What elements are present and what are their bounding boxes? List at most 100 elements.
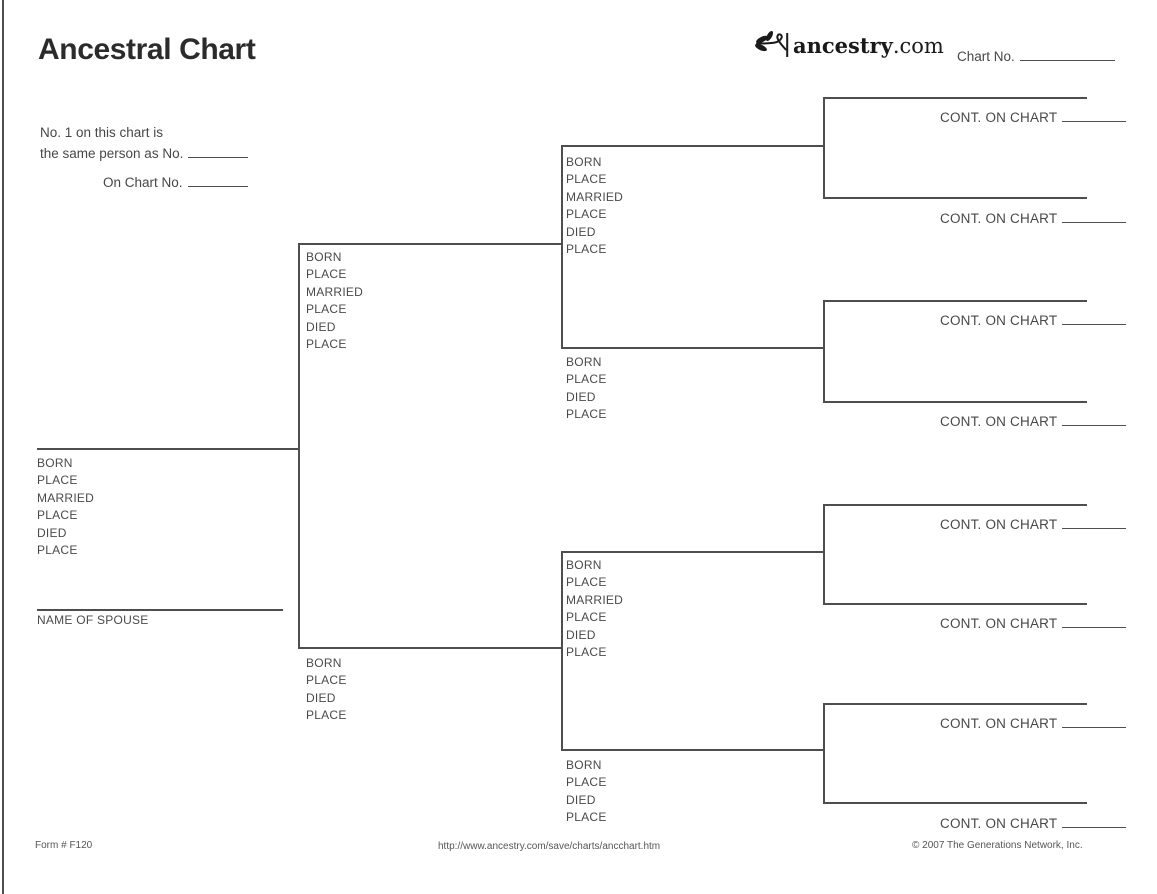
field-label-place: PLACE xyxy=(566,610,607,625)
field-label-died: DIED xyxy=(566,627,596,642)
great-grandparents-bracket-3 xyxy=(823,504,825,604)
leaf-sprig-icon xyxy=(755,30,789,57)
great-grandparent-6-name-line xyxy=(823,603,1087,605)
father-name-line xyxy=(298,243,562,245)
field-label-place: PLACE xyxy=(37,543,78,558)
cont-chart-blank xyxy=(1062,209,1127,223)
cont-chart-blank xyxy=(1062,515,1127,529)
great-grandparent-7-name-line xyxy=(823,703,1087,705)
cont-on-chart-label: CONT. ON CHART xyxy=(940,816,1058,831)
maternal-grandparents-connector-line xyxy=(561,551,563,751)
field-label-place: PLACE xyxy=(37,508,78,523)
gen2-connector-line xyxy=(298,243,300,649)
brand-tld: .com xyxy=(892,33,944,58)
great-grandparents-bracket-2 xyxy=(823,300,825,402)
person1-fields: BORN PLACE MARRIED PLACE DIED PLACE xyxy=(37,455,94,559)
cont-on-chart-label: CONT. ON CHART xyxy=(940,414,1058,429)
field-label-place: PLACE xyxy=(566,575,607,590)
cont-on-chart-label: CONT. ON CHART xyxy=(940,716,1058,731)
identity-note: No. 1 on this chart is the same person a… xyxy=(40,122,249,164)
identity-note-line1: No. 1 on this chart is xyxy=(40,125,164,140)
field-label-place: PLACE xyxy=(566,775,607,790)
on-chart-blank xyxy=(187,173,248,187)
field-label-born: BORN xyxy=(566,355,602,369)
cont-chart-blank xyxy=(1062,412,1127,426)
cont-chart-blank xyxy=(1062,108,1127,122)
great-grandparent-8-name-line xyxy=(823,802,1087,804)
field-label-born: BORN xyxy=(37,456,73,470)
great-grandparents-bracket-1 xyxy=(823,97,825,198)
copyright-text: © 2007 The Generations Network, Inc. xyxy=(912,840,1083,851)
field-label-died: DIED xyxy=(566,224,596,239)
great-grandparent-4-name-line xyxy=(823,401,1087,403)
field-label-born: BORN xyxy=(306,656,342,670)
field-label-place: PLACE xyxy=(566,172,607,187)
field-label-married: MARRIED xyxy=(566,189,624,204)
great-grandparent-6-cont: CONT. ON CHART xyxy=(940,614,1127,631)
chart-no-blank xyxy=(1019,47,1115,61)
spouse-name-line xyxy=(37,609,283,611)
cont-on-chart-label: CONT. ON CHART xyxy=(940,313,1058,328)
cont-on-chart-label: CONT. ON CHART xyxy=(940,211,1058,226)
cont-on-chart-label: CONT. ON CHART xyxy=(940,616,1058,631)
paternal-grandmother-name-line xyxy=(561,347,824,349)
same-person-blank xyxy=(188,144,249,158)
field-label-born: BORN xyxy=(566,558,602,572)
cont-on-chart-label: CONT. ON CHART xyxy=(940,110,1058,125)
great-grandparent-4-cont: CONT. ON CHART xyxy=(940,412,1127,429)
field-label-born: BORN xyxy=(306,250,342,264)
great-grandparent-3-cont: CONT. ON CHART xyxy=(940,311,1127,328)
field-label-place: PLACE xyxy=(306,673,347,688)
field-label-died: DIED xyxy=(37,525,67,540)
field-label-died: DIED xyxy=(306,319,336,334)
field-label-place: PLACE xyxy=(566,242,607,257)
on-chart-field: On Chart No. xyxy=(103,173,248,190)
field-label-place: PLACE xyxy=(566,810,607,825)
field-label-place: PLACE xyxy=(37,473,78,488)
page-title: Ancestral Chart xyxy=(38,33,256,66)
great-grandparent-2-name-line xyxy=(823,197,1087,199)
page-edge-line xyxy=(2,0,4,894)
great-grandparent-5-cont: CONT. ON CHART xyxy=(940,515,1127,532)
paternal-grandfather-name-line xyxy=(561,145,824,147)
brand-name: ancestry xyxy=(793,32,893,58)
brand-text: ancestry.com xyxy=(793,33,944,58)
maternal-grandmother-fields: BORN PLACE DIED PLACE xyxy=(566,757,607,827)
field-label-place: PLACE xyxy=(306,337,347,352)
field-label-married: MARRIED xyxy=(37,490,95,505)
mother-fields: BORN PLACE DIED PLACE xyxy=(306,655,347,725)
great-grandparent-2-cont: CONT. ON CHART xyxy=(940,209,1127,226)
field-label-died: DIED xyxy=(566,792,596,807)
great-grandparent-1-cont: CONT. ON CHART xyxy=(940,108,1127,125)
field-label-place: PLACE xyxy=(306,708,347,723)
form-number: Form # F120 xyxy=(35,840,93,851)
field-label-place: PLACE xyxy=(566,372,607,387)
identity-note-line2: the same person as No. xyxy=(40,146,184,161)
paternal-grandfather-fields: BORN PLACE MARRIED PLACE DIED PLACE xyxy=(566,154,623,258)
field-label-died: DIED xyxy=(306,690,336,705)
paternal-grandparents-connector-line xyxy=(561,145,563,349)
mother-name-line xyxy=(298,647,562,649)
great-grandparent-1-name-line xyxy=(823,97,1087,99)
great-grandparent-5-name-line xyxy=(823,504,1087,506)
cont-chart-blank xyxy=(1062,614,1127,628)
cont-chart-blank xyxy=(1062,814,1127,828)
on-chart-label: On Chart No. xyxy=(103,175,183,190)
maternal-grandfather-fields: BORN PLACE MARRIED PLACE DIED PLACE xyxy=(566,557,623,661)
great-grandparents-bracket-4 xyxy=(823,703,825,803)
field-label-place: PLACE xyxy=(566,407,607,422)
field-label-born: BORN xyxy=(566,758,602,772)
field-label-place: PLACE xyxy=(306,267,347,282)
ancestry-logo: ancestry.com xyxy=(754,30,944,60)
great-grandparent-8-cont: CONT. ON CHART xyxy=(940,814,1127,831)
name-of-spouse-label: NAME OF SPOUSE xyxy=(37,613,149,627)
chart-no-label: Chart No. xyxy=(957,49,1015,64)
cont-chart-blank xyxy=(1062,311,1127,325)
field-label-place: PLACE xyxy=(306,302,347,317)
field-label-born: BORN xyxy=(566,155,602,169)
great-grandparent-3-name-line xyxy=(823,300,1087,302)
chart-no-field: Chart No. xyxy=(957,47,1115,64)
great-grandparent-7-cont: CONT. ON CHART xyxy=(940,714,1127,731)
cont-on-chart-label: CONT. ON CHART xyxy=(940,517,1058,532)
